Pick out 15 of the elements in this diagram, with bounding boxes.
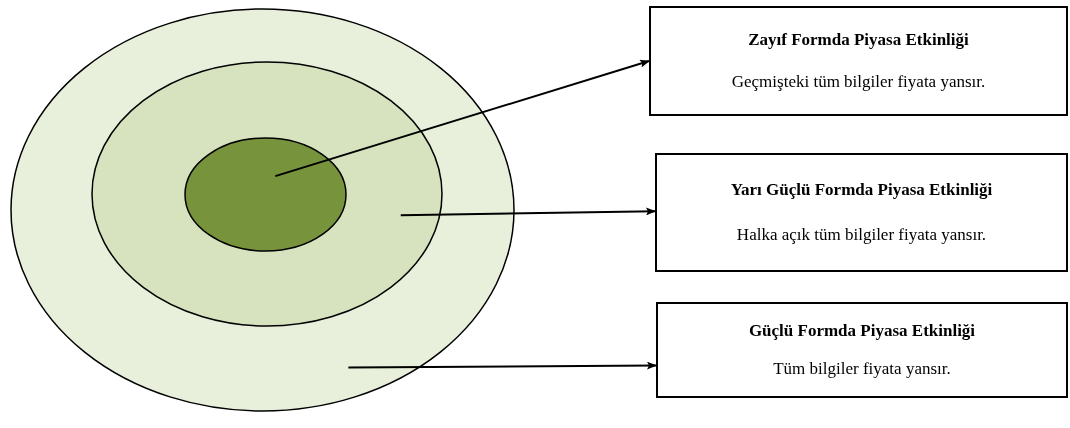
arrow bbox=[274, 59, 650, 178]
ring-ellipse bbox=[184, 137, 347, 252]
info-box bbox=[649, 6, 1068, 116]
box-heading: Güçlü Formda Piyasa Etkinliği bbox=[748, 321, 976, 342]
info-box bbox=[656, 302, 1068, 398]
ring-ellipse bbox=[10, 8, 515, 412]
arrow bbox=[347, 361, 657, 370]
box-heading: Zayıf Formda Piyasa Etkinliği bbox=[748, 30, 969, 50]
arrow bbox=[399, 207, 656, 217]
box-text: Tüm bilgiler fiyata yansır. bbox=[773, 358, 951, 379]
box-heading: Yarı Güçlü Formda Piyasa Etkinliği bbox=[730, 180, 993, 200]
box-text: Geçmişteki tüm bilgiler fiyata yansır. bbox=[731, 72, 986, 92]
box-text: Halka açık tüm bilgiler fiyata yansır. bbox=[736, 225, 987, 245]
info-box bbox=[655, 153, 1068, 272]
ring-ellipse bbox=[91, 61, 443, 327]
